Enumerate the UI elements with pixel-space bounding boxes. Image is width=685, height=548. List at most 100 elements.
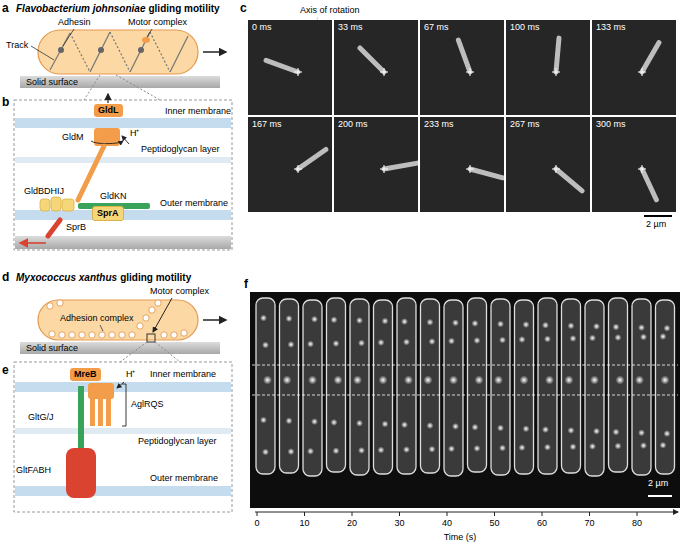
aglrqs-leg — [98, 398, 103, 426]
adhesion-spot — [474, 337, 481, 344]
zoom-box — [14, 100, 232, 250]
proton-arrow — [122, 136, 129, 144]
adhesion-spot — [331, 316, 338, 323]
cell-body — [38, 300, 198, 340]
figure-circle — [69, 332, 75, 338]
adhesion-spot — [260, 417, 267, 424]
time-stamp: 167 ms — [252, 119, 282, 130]
axis-tick-label: 0 — [254, 518, 259, 529]
adhesion-spot — [429, 338, 436, 345]
adhesion-spot — [307, 341, 314, 348]
adhesion-spot — [664, 430, 671, 437]
part-label: Motor complex — [128, 17, 187, 28]
adhesion-spot — [472, 320, 479, 327]
adhesion-spot — [593, 428, 600, 435]
adhesion-spot — [615, 443, 622, 450]
inner-membrane — [15, 382, 231, 392]
adhesion-spot — [523, 425, 530, 432]
adhesion-spot — [358, 340, 365, 347]
scale-bar — [648, 495, 672, 497]
adhesion-spot — [472, 424, 479, 431]
adhesion-spot — [475, 376, 484, 385]
adhesion-spot — [590, 376, 599, 385]
panel-letter: e — [2, 363, 9, 377]
adhesion-spot — [635, 376, 644, 385]
adhesion-spot — [664, 325, 671, 332]
part-label: H⁺ — [126, 369, 136, 380]
figure-circle — [59, 332, 65, 338]
frame-art — [592, 20, 676, 115]
micrograph-frame: 67 ms — [420, 20, 504, 115]
adhesion-spot — [308, 376, 317, 385]
axis-tick-label: 10 — [299, 518, 309, 529]
part-label: GldM — [62, 132, 84, 143]
axis-tick-label: 60 — [537, 518, 547, 529]
adhesion-spot — [452, 423, 459, 430]
cell-outline — [585, 300, 604, 476]
zoom-line — [116, 75, 160, 100]
scale-label: 2 µm — [646, 219, 666, 230]
cell-outline — [468, 298, 487, 472]
panel-letter: f — [244, 277, 248, 291]
adhesion-spot — [307, 448, 314, 455]
axis-tick-label: 50 — [489, 518, 499, 529]
adhesion-spot — [378, 339, 385, 346]
axis-tick — [447, 512, 448, 516]
panel-title: Myxococcus xanthus — [16, 272, 117, 284]
sprb-rod — [48, 220, 60, 236]
guide-line — [252, 365, 678, 366]
figure-line — [130, 32, 150, 72]
time-stamp: 200 ms — [338, 119, 368, 130]
part-label: H⁺ — [130, 128, 140, 139]
adhesion-spot — [263, 376, 272, 385]
part-label: Solid surface — [26, 77, 78, 88]
figure-circle — [143, 315, 149, 321]
time-stamp: 33 ms — [338, 22, 363, 33]
adhesion-spot — [353, 376, 362, 385]
zoom-line — [120, 342, 147, 362]
gldbdhij-shapes — [40, 197, 74, 211]
time-stamp: 100 ms — [510, 22, 540, 33]
adhesion-spot — [427, 319, 434, 326]
adhesion-spot — [497, 425, 504, 432]
figure-circle — [137, 323, 143, 329]
pivot-cross — [556, 68, 557, 76]
peptidoglycan — [15, 428, 231, 434]
time-stamp: 0 ms — [252, 22, 272, 33]
micrograph-frame: 100 ms — [506, 20, 590, 115]
figure-rect — [62, 199, 74, 211]
cell-rod — [556, 38, 559, 72]
motor-dot — [142, 37, 150, 43]
figure-line — [170, 36, 188, 72]
adhesion-spot — [448, 445, 455, 452]
cell-outline — [327, 298, 346, 472]
adhesion-spot — [660, 333, 667, 340]
axis-tick — [257, 512, 258, 516]
figure-circle — [119, 332, 125, 338]
figure-line — [90, 32, 110, 72]
panel-title: gliding motility — [148, 3, 219, 15]
adhesion-spot — [519, 336, 526, 343]
pivot-cross — [384, 165, 385, 173]
cell-outline — [609, 298, 628, 472]
cell-rod — [298, 149, 326, 169]
scale-bar — [644, 215, 672, 217]
adhesion-spot — [382, 421, 389, 428]
adhesion-spot — [494, 376, 503, 385]
adhesion-spot — [613, 429, 620, 436]
image-ground — [250, 292, 680, 508]
adhesion-spot — [589, 443, 596, 450]
panel-letter: d — [2, 270, 9, 284]
adhesion-spot — [448, 338, 455, 345]
adhesion-spot — [544, 336, 551, 343]
adhesion-spot — [424, 376, 433, 385]
figure-circle — [79, 332, 85, 338]
adhesion-spot — [519, 444, 526, 451]
cell-rod — [266, 60, 298, 72]
protein-box: MreB — [70, 368, 101, 381]
frame-art — [334, 117, 418, 212]
cell-rod — [458, 40, 470, 72]
pivot-cross — [470, 165, 471, 173]
cell-rod — [642, 169, 656, 200]
time-stamp: 67 ms — [424, 22, 449, 33]
